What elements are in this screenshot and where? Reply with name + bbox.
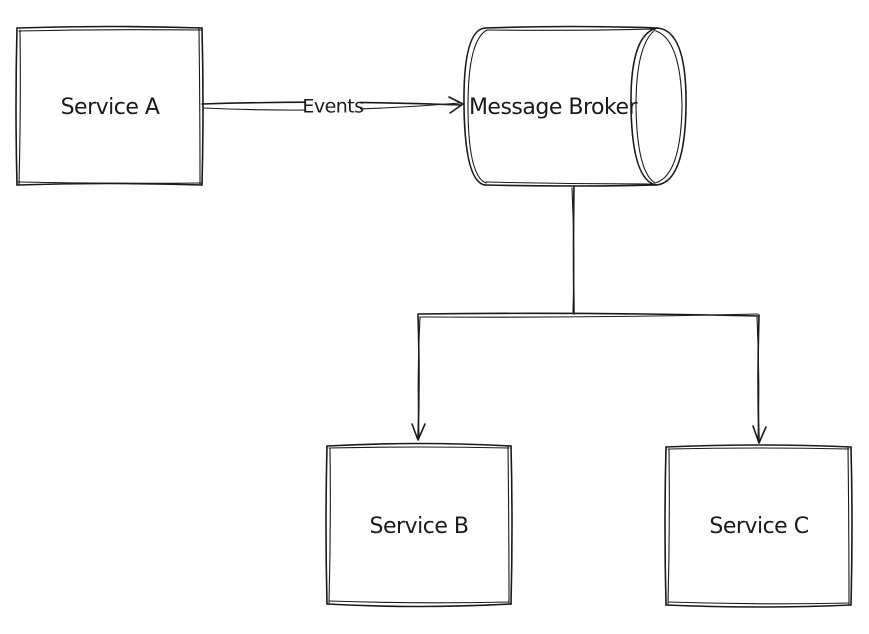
service-b-label: Service B [370,514,469,539]
service-c-node[interactable]: Service C [664,444,853,608]
edge-broker-fanout [417,185,760,318]
events-edge-label: Events [302,96,363,118]
message-broker-label: Message Broker [469,95,639,120]
service-a-node[interactable]: Service A [15,25,204,186]
edge-service-a-to-broker: Events [201,95,464,119]
message-broker-node[interactable]: Message Broker [463,25,687,187]
service-c-label: Service C [709,514,808,539]
service-a-label: Service A [61,95,160,120]
edge-broker-to-service-b [411,314,426,441]
service-b-node[interactable]: Service B [325,442,513,608]
edge-broker-to-service-c [752,314,767,444]
